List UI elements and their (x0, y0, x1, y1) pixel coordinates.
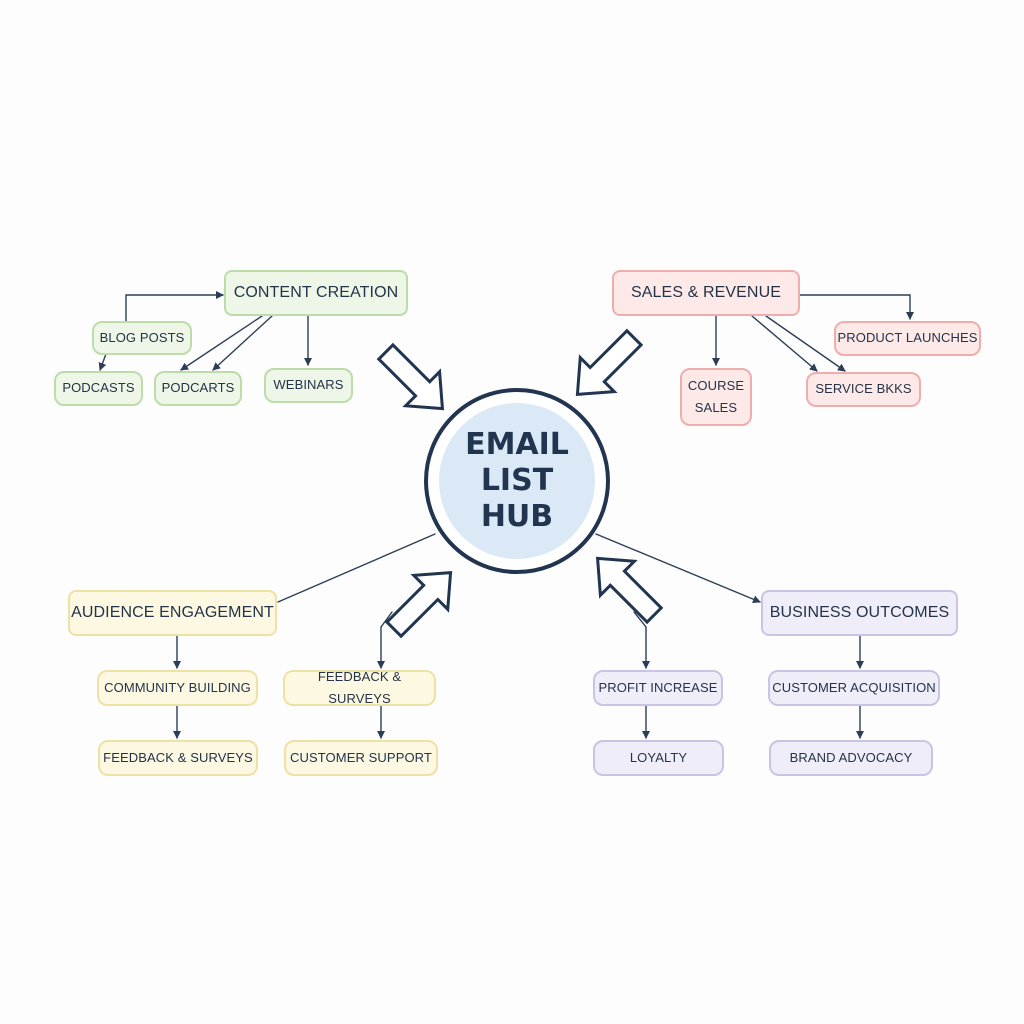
category-audience-engagement: AUDIENCE ENGAGEMENT (68, 590, 277, 636)
category-content-creation: CONTENT CREATION (224, 270, 408, 316)
connector-arrow-to-feedback (377, 611, 393, 669)
hollow-arrow-top-left (376, 342, 445, 411)
node-feedback-surveys-left: FEEDBACK & SURVEYS (98, 740, 258, 776)
node-course-sales: COURSE SALES (680, 368, 752, 426)
node-profit-increase: PROFIT INCREASE (593, 670, 723, 706)
hub-inner-circle: EMAIL LIST HUB (439, 403, 595, 559)
connector-content-to-blog (122, 291, 224, 328)
connector-content-to-podcarts-a (180, 315, 263, 371)
category-business-outcomes: BUSINESS OUTCOMES (761, 590, 958, 636)
connector-hub-to-business (595, 533, 761, 604)
node-podcarts: PODCARTS (154, 371, 242, 406)
category-sales-revenue: SALES & REVENUE (612, 270, 800, 316)
hollow-arrow-top-right (575, 328, 644, 397)
connector-blog-to-podcasts (98, 353, 107, 371)
node-product-launches: PRODUCT LAUNCHES (834, 321, 981, 356)
connector-content-to-podcarts-b (212, 315, 273, 371)
node-feedback-surveys-right: FEEDBACK & SURVEYS (283, 669, 436, 706)
connector-hub-to-audience (277, 533, 436, 603)
node-community-building: COMMUNITY BUILDING (97, 670, 258, 706)
node-customer-support: CUSTOMER SUPPORT (284, 740, 438, 776)
node-blog-posts: BLOG POSTS (92, 321, 192, 355)
connector-sales-to-service-b (765, 315, 846, 372)
connector-arrow-to-profit (633, 611, 650, 669)
hub-title: EMAIL LIST HUB (465, 427, 569, 534)
node-customer-acquisition: CUSTOMER ACQUISITION (768, 670, 940, 706)
node-loyalty: LOYALTY (593, 740, 724, 776)
hollow-arrow-bottom-right (595, 556, 664, 625)
connector-sales-to-product (799, 294, 914, 320)
email-list-hub: EMAIL LIST HUB (424, 388, 610, 574)
node-podcasts: PODCASTS (54, 371, 143, 406)
node-brand-advocacy: BRAND ADVOCACY (769, 740, 933, 776)
node-service-bkks: SERVICE BKKS (806, 372, 921, 407)
connector-sales-to-service-a (751, 315, 818, 372)
hollow-arrow-bottom-left (384, 570, 453, 639)
node-webinars: WEBINARS (264, 368, 353, 403)
